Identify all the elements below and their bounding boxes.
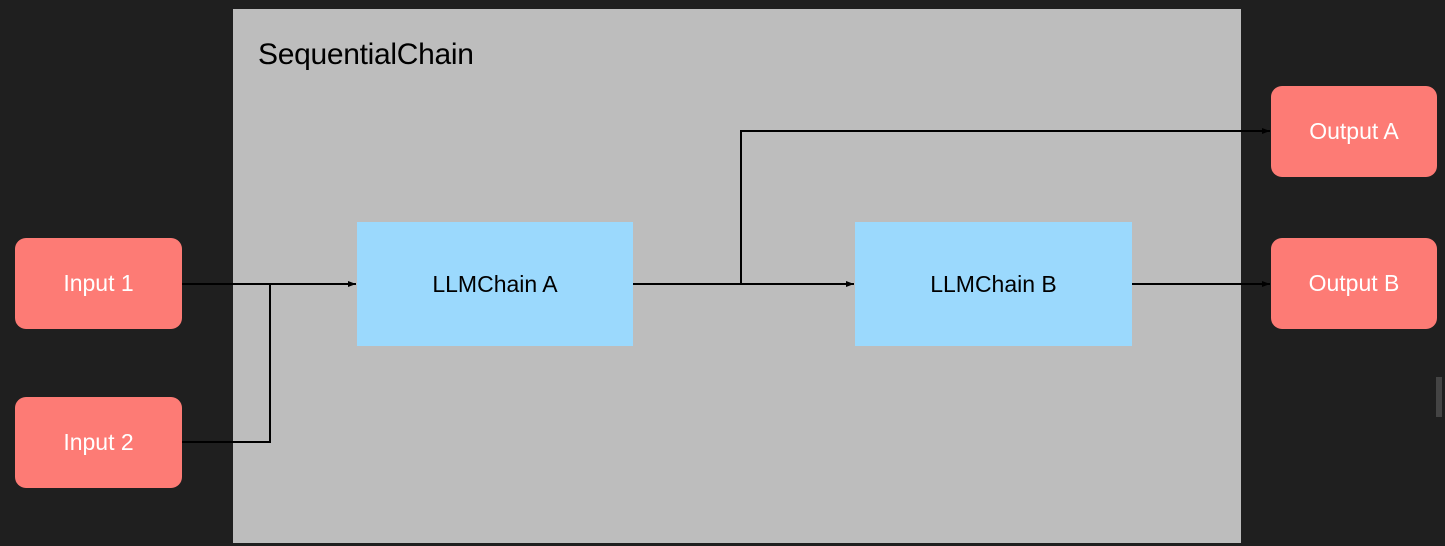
llmchain-b-label: LLMChain B <box>930 270 1057 297</box>
output-b-label: Output B <box>1308 270 1400 296</box>
input-2-node: Input 2 <box>15 397 182 488</box>
llmchain-b-node: LLMChain B <box>855 222 1132 346</box>
output-a-label: Output A <box>1309 118 1399 144</box>
input-1-node: Input 1 <box>15 238 182 329</box>
edge-scroll-marker <box>1436 377 1442 417</box>
output-b-node: Output B <box>1271 238 1437 329</box>
input-1-label: Input 1 <box>63 270 134 296</box>
output-a-node: Output A <box>1271 86 1437 177</box>
input-2-label: Input 2 <box>63 429 134 455</box>
llmchain-a-node: LLMChain A <box>357 222 633 346</box>
container-title: SequentialChain <box>258 38 474 71</box>
llmchain-a-label: LLMChain A <box>432 270 558 297</box>
